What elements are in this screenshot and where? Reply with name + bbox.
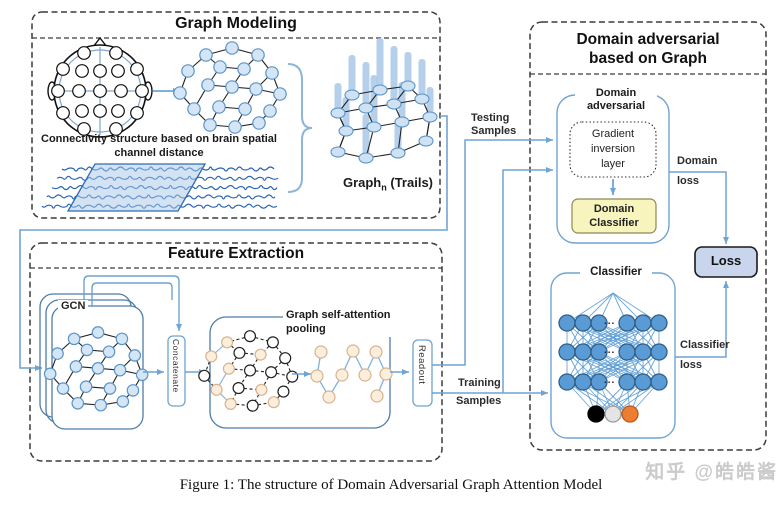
nn-dots-row2: ... [604, 345, 616, 356]
domain-classifier-line1: Domain [593, 203, 635, 215]
nn-dots-row3: ... [604, 375, 616, 386]
testing-samples-line1: Testing [471, 112, 510, 124]
concatenate-box [167, 335, 186, 407]
domain-adversarial-title: Domain adversarial based on Graph [530, 30, 766, 69]
graph-n-label-rest: (Trails) [386, 175, 434, 190]
domain-classifier-box [571, 198, 657, 234]
testing-samples-label: Testing Samples [471, 112, 516, 138]
connectivity-caption: Connectivity structure based on brain sp… [28, 133, 290, 161]
domain-loss-line2: loss [677, 175, 700, 187]
gil-line2: inversion [590, 142, 636, 155]
neural-network-nodes [558, 314, 668, 423]
classifier-loss-line1: Classifier [680, 339, 730, 351]
connectivity-graph [173, 41, 287, 134]
training-samples-connector [432, 167, 553, 396]
graph-modeling-title: Graph Modeling [175, 15, 297, 32]
connectivity-caption-line1: Connectivity structure based on brain sp… [41, 133, 277, 145]
domain-classifier-line2: Classifier [589, 217, 639, 230]
nn-dots-row1: ... [604, 316, 616, 327]
domain-loss-line1: Domain [677, 155, 718, 167]
loss-label: Loss [710, 253, 742, 268]
da-title-line1: Domain adversarial [576, 31, 720, 48]
training-samples-line1: Training [458, 377, 501, 389]
gcn-graph [43, 326, 149, 412]
graph-n-trails-label: Graphn (Trails) [322, 175, 454, 193]
signal-window-parallelogram [66, 163, 207, 212]
concatenate-label: Concatenate [170, 339, 181, 393]
gradient-inversion-layer-box [569, 121, 657, 178]
pooled-node-chain [310, 344, 393, 404]
gcn-label: GCN [58, 300, 89, 313]
feature-extraction-panel-frame [29, 242, 443, 462]
training-samples-line2: Samples [456, 395, 502, 407]
feature-extraction-title: Feature Extraction [167, 245, 305, 262]
gcn-loop-connector [83, 275, 182, 331]
da-box-label-line1: Domain [595, 87, 637, 99]
pooling-label-line2: pooling [286, 323, 326, 336]
classifier-loss-line2: loss [680, 359, 703, 371]
testing-samples-line2: Samples [471, 125, 517, 138]
loss-box [694, 246, 758, 278]
gm-to-fe-connector [19, 115, 448, 371]
readout-label: Readout [415, 345, 427, 385]
readout-box [412, 339, 433, 407]
gradient-inversion-layer-label: Gradient inversion layer [570, 127, 656, 172]
gcn-stack [39, 293, 144, 430]
da-title-line2: based on Graph [589, 50, 707, 68]
domain-adversarial-panel-frame [529, 21, 767, 451]
graph-n-label-sub: n [381, 182, 387, 193]
classifier-loss-connector [675, 281, 729, 358]
watermark: 知乎 @皓皓酱 [645, 462, 778, 483]
eeg-head-diagram [47, 36, 153, 138]
gil-line1: Gradient [591, 128, 635, 140]
pooling-label: Graph self-attention pooling [283, 308, 394, 337]
graph-n-label-main: Graph [342, 175, 382, 190]
da-box-label-line2: adversarial [586, 100, 646, 113]
pooling-label-line1: Graph self-attention [286, 309, 391, 321]
testing-samples-connector [432, 137, 553, 366]
graph-n-trails [330, 38, 438, 164]
domain-adversarial-box-label: Domain adversarial [575, 87, 657, 114]
connectivity-caption-line2: channel distance [114, 146, 204, 159]
pooling-graph [198, 330, 299, 412]
figure-caption: Figure 1: The structure of Domain Advers… [179, 477, 603, 493]
domain-classifier-label: Domain Classifier [572, 202, 656, 231]
gil-line3: layer [601, 157, 625, 170]
classifier-label: Classifier [580, 266, 652, 280]
brace-icon [287, 63, 313, 193]
domain-loss-connector [669, 171, 729, 244]
